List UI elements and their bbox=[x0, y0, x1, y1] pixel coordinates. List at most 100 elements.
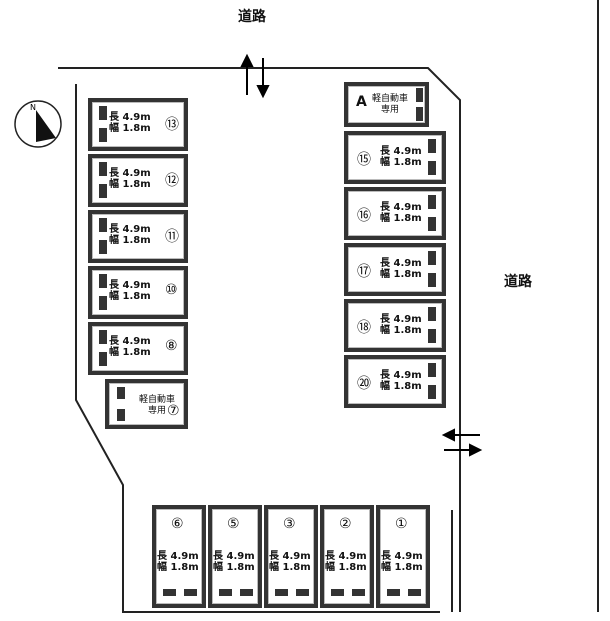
length-text: 長 4.9m bbox=[109, 336, 151, 347]
compass-icon: N bbox=[14, 100, 62, 148]
svg-text:N: N bbox=[30, 103, 36, 112]
wheel-stop bbox=[428, 273, 436, 287]
wheel-stop bbox=[275, 589, 288, 596]
wheel-stop bbox=[416, 107, 423, 121]
slot-number: ⑪ bbox=[165, 229, 179, 245]
wheel-stop bbox=[428, 329, 436, 343]
length-text: 長 4.9m bbox=[380, 370, 422, 381]
wheel-stop bbox=[99, 218, 107, 232]
wheel-stop bbox=[428, 307, 436, 321]
width-text: 幅 1.8m bbox=[380, 157, 422, 168]
slot-number: ① bbox=[395, 516, 408, 532]
length-text: 長 4.9m bbox=[109, 168, 151, 179]
wheel-stop bbox=[163, 589, 176, 596]
length-text: 長 4.9m bbox=[380, 258, 422, 269]
wheel-stop bbox=[99, 274, 107, 288]
wheel-stop bbox=[331, 589, 344, 596]
wheel-stop bbox=[99, 296, 107, 310]
width-text: 幅 1.8m bbox=[157, 562, 199, 573]
wheel-stop bbox=[428, 195, 436, 209]
slot-number: ⑳ bbox=[357, 376, 371, 392]
width-text: 幅 1.8m bbox=[380, 381, 422, 392]
wheel-stop bbox=[99, 106, 107, 120]
slot-number: ⑤ bbox=[227, 516, 240, 532]
wheel-stop bbox=[184, 589, 197, 596]
wheel-stop bbox=[416, 88, 423, 102]
length-text: 長 4.9m bbox=[325, 551, 367, 562]
slot-number: ⑥ bbox=[171, 516, 184, 532]
wheel-stop bbox=[428, 139, 436, 153]
wheel-stop bbox=[428, 217, 436, 231]
length-text: 長 4.9m bbox=[380, 146, 422, 157]
entrance-arrows-top bbox=[240, 53, 270, 99]
slot-number: ⑩ bbox=[165, 282, 178, 298]
slot-number: ⑦ bbox=[167, 403, 180, 419]
length-text: 長 4.9m bbox=[213, 551, 255, 562]
width-text: 幅 1.8m bbox=[269, 562, 311, 573]
width-text: 幅 1.8m bbox=[109, 179, 151, 190]
wheel-stop bbox=[296, 589, 309, 596]
slot-number: ⑫ bbox=[165, 173, 179, 189]
width-text: 幅 1.8m bbox=[109, 235, 151, 246]
wheel-stop bbox=[99, 162, 107, 176]
width-text: 幅 1.8m bbox=[381, 562, 423, 573]
width-text: 幅 1.8m bbox=[380, 325, 422, 336]
slot-number: ⑬ bbox=[165, 117, 179, 133]
length-text: 長 4.9m bbox=[380, 202, 422, 213]
length-text: 長 4.9m bbox=[109, 224, 151, 235]
wheel-stop bbox=[352, 589, 365, 596]
slot-number: ⑱ bbox=[357, 320, 371, 336]
road-label-right: 道路 bbox=[504, 274, 532, 290]
wheel-stop bbox=[428, 363, 436, 377]
wheel-stop bbox=[428, 251, 436, 265]
slot-number: A bbox=[356, 94, 367, 110]
width-text: 幅 1.8m bbox=[109, 347, 151, 358]
length-text: 長 4.9m bbox=[109, 280, 151, 291]
slot-number: ⑧ bbox=[165, 338, 178, 354]
wheel-stop bbox=[240, 589, 253, 596]
wheel-stop bbox=[428, 385, 436, 399]
kei-only-label: 軽自動車 専用 bbox=[139, 395, 176, 416]
slot-number: ③ bbox=[283, 516, 296, 532]
wheel-stop bbox=[99, 128, 107, 142]
width-text: 幅 1.8m bbox=[325, 562, 367, 573]
length-text: 長 4.9m bbox=[269, 551, 311, 562]
slot-number: ⑮ bbox=[357, 152, 371, 168]
slot-number: ⑰ bbox=[357, 264, 371, 280]
width-text: 幅 1.8m bbox=[213, 562, 255, 573]
wheel-stop bbox=[99, 240, 107, 254]
wheel-stop bbox=[99, 352, 107, 366]
width-text: 幅 1.8m bbox=[109, 291, 151, 302]
width-text: 幅 1.8m bbox=[380, 269, 422, 280]
entrance-arrows-right bbox=[441, 428, 483, 457]
length-text: 長 4.9m bbox=[381, 551, 423, 562]
length-text: 長 4.9m bbox=[109, 112, 151, 123]
